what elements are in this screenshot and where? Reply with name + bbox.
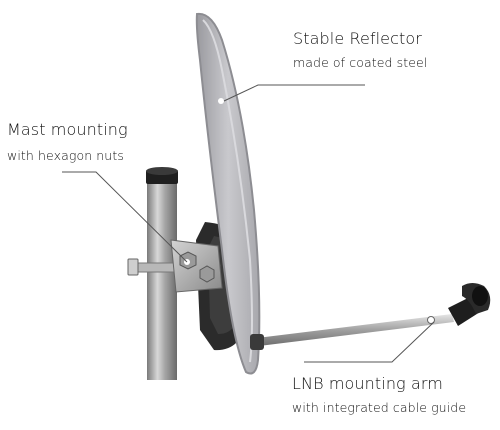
reflector-subtitle: made of coated steel	[293, 55, 428, 70]
mast-clamp	[127, 239, 223, 293]
lnb-holder	[448, 283, 491, 326]
lnb-arm	[250, 314, 454, 350]
leader-line-mast	[62, 171, 188, 263]
leader-line-lnb	[304, 321, 435, 363]
mast-subtitle: with hexagon nuts	[7, 148, 124, 163]
mast-pole	[146, 167, 178, 380]
reflector-title: Stable Reflector	[293, 29, 422, 48]
mast-title: Mast mounting	[7, 120, 128, 139]
leader-lines	[62, 84, 435, 363]
lnb-title: LNB mounting arm	[292, 374, 443, 393]
lnb-subtitle: with integrated cable guide	[292, 400, 467, 415]
leader-line-reflector	[223, 84, 365, 102]
dish-reflector	[195, 12, 261, 375]
hexagon-nut-icon	[199, 265, 215, 283]
